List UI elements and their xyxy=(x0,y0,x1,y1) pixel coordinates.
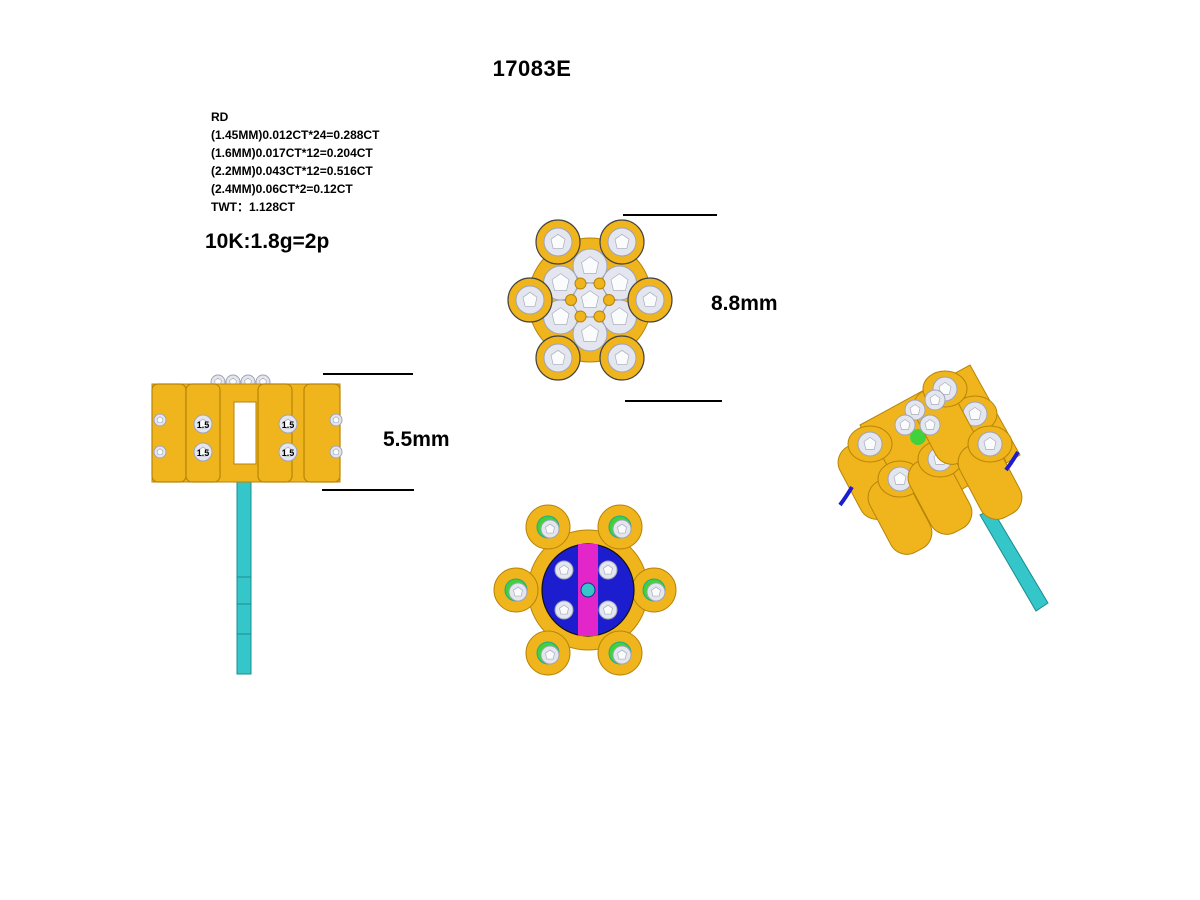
diamond-facet xyxy=(156,416,164,424)
diamond-facet xyxy=(603,564,613,575)
diamond-facet xyxy=(938,381,952,395)
diamond-facet xyxy=(283,446,293,457)
post-end xyxy=(580,582,596,598)
prong xyxy=(593,277,606,290)
diamond-facet xyxy=(198,418,208,429)
diamond-facet xyxy=(551,307,570,326)
stone-line: (2.4MM)0.06CT*2=0.12CT xyxy=(211,182,353,196)
stone-line: (1.45MM)0.012CT*24=0.288CT xyxy=(211,128,380,142)
diamond-facet xyxy=(545,649,555,660)
stone-line: (1.6MM)0.017CT*12=0.204CT xyxy=(211,146,373,160)
diamond-facet xyxy=(581,256,599,275)
stone-shape: RD xyxy=(211,110,229,124)
diamond-facet xyxy=(614,233,630,249)
dimension-line xyxy=(623,214,717,216)
bottom-view xyxy=(493,504,677,676)
diamond-facet xyxy=(559,564,569,575)
diamond-facet xyxy=(581,290,599,309)
model-code: 17083E xyxy=(492,56,572,81)
bezel-column xyxy=(151,383,187,483)
dimension-line xyxy=(323,373,413,375)
diamond-facet xyxy=(545,523,555,534)
metal-weight: 10K:1.8g=2p xyxy=(205,230,330,253)
diamond-facet xyxy=(610,273,629,292)
diamond-facet xyxy=(522,291,538,307)
diamond-facet xyxy=(610,307,629,326)
diamond-facet xyxy=(617,523,627,534)
side-view: 1.5 1.5 1.5 1.5 xyxy=(151,374,343,675)
height-dimension: 5.5mm xyxy=(383,428,450,451)
side-mark: 1.5 xyxy=(197,420,210,430)
diamond-facet xyxy=(603,604,613,615)
dimension-line xyxy=(625,400,722,402)
diamond-facet xyxy=(651,586,661,597)
prong xyxy=(574,310,587,323)
diamond-facet xyxy=(156,448,164,456)
diamond-facet xyxy=(899,419,911,430)
engraving xyxy=(1004,450,1020,472)
diamond-facet xyxy=(559,604,569,615)
diamond-facet xyxy=(283,418,293,429)
diamond-facet xyxy=(550,349,566,365)
diamond-facet xyxy=(924,419,936,430)
diamond-facet xyxy=(983,436,997,450)
diamond-facet xyxy=(513,586,523,597)
stone-spec: RD (1.45MM)0.012CT*24=0.288CT (1.6MM)0.0… xyxy=(211,108,379,216)
earring-post xyxy=(979,508,1049,612)
prong xyxy=(593,310,606,323)
diamond-facet xyxy=(550,233,566,249)
side-mark: 1.5 xyxy=(197,448,210,458)
prong xyxy=(565,294,577,306)
width-dimension: 8.8mm xyxy=(711,292,778,315)
diamond-facet xyxy=(332,416,340,424)
diamond-facet xyxy=(581,324,599,343)
diamond-facet xyxy=(551,273,570,292)
prong xyxy=(603,294,615,306)
stone-line: (2.2MM)0.043CT*12=0.516CT xyxy=(211,164,373,178)
diamond-facet xyxy=(642,291,658,307)
side-mark: 1.5 xyxy=(282,420,295,430)
top-view xyxy=(507,219,673,381)
dimension-line xyxy=(322,489,414,491)
diamond-facet xyxy=(617,649,627,660)
diamond-facet xyxy=(929,394,941,405)
perspective-view xyxy=(837,364,1049,612)
bezel-hole xyxy=(910,429,926,445)
gallery-window xyxy=(233,401,257,465)
diamond-facet xyxy=(863,436,877,450)
side-mark: 1.5 xyxy=(282,448,295,458)
stone-total: TWT：1.128CT xyxy=(211,200,296,214)
bezel-column xyxy=(303,383,341,483)
earring-post xyxy=(236,481,252,675)
engraving xyxy=(838,485,854,507)
prong xyxy=(574,277,587,290)
diamond-facet xyxy=(893,471,907,485)
diamond-facet xyxy=(198,446,208,457)
diamond-facet xyxy=(968,406,982,420)
diamond-facet xyxy=(909,404,921,415)
diamond-facet xyxy=(614,349,630,365)
diamond-facet xyxy=(332,448,340,456)
